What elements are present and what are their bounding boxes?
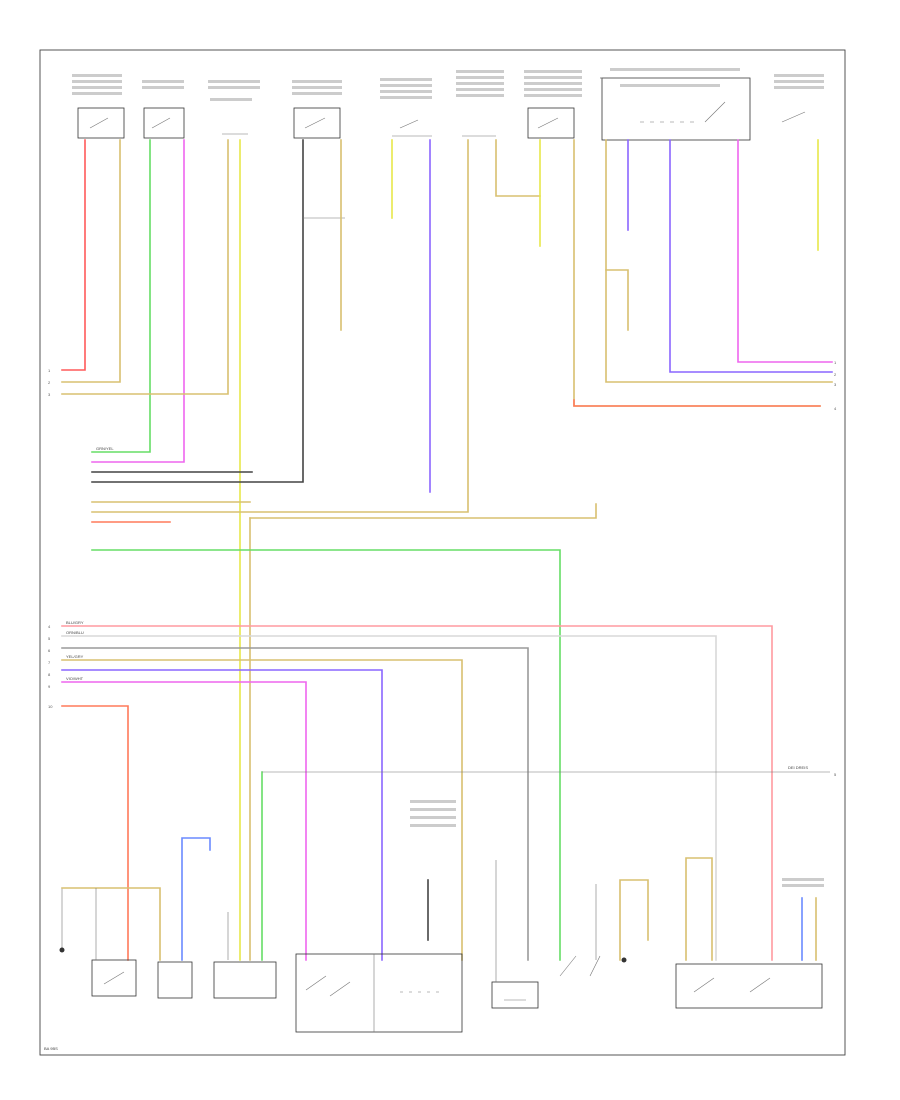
label-fragment-3: ORN/BLU — [66, 630, 84, 635]
svg-text:8: 8 — [48, 672, 51, 677]
svg-text:5: 5 — [48, 636, 51, 641]
svg-text:2: 2 — [834, 372, 837, 377]
svg-text:1: 1 — [834, 360, 837, 365]
top-components — [72, 68, 824, 141]
top-wires — [61, 139, 833, 961]
connector-pin-labels: 1 2 3 4 5 6 7 8 9 10 1 2 3 4 5 — [48, 360, 837, 777]
label-fragment-6: VIO/WHT — [66, 676, 84, 681]
svg-text:9: 9 — [48, 684, 51, 689]
diagram-frame — [39, 49, 846, 1056]
lower-bus — [61, 625, 830, 961]
label-fragment-5: GRN/YEL — [96, 446, 114, 451]
svg-text:4: 4 — [834, 406, 837, 411]
svg-text:10: 10 — [48, 704, 53, 709]
svg-text:2: 2 — [48, 380, 51, 385]
footer-fragment: BA 9BS — [44, 1046, 58, 1051]
svg-text:5: 5 — [834, 772, 837, 777]
svg-text:1: 1 — [48, 368, 51, 373]
label-fragment-1: DEI DREIS — [788, 765, 808, 770]
svg-text:7: 7 — [48, 660, 51, 665]
svg-text:3: 3 — [834, 382, 837, 387]
svg-text:4: 4 — [48, 624, 51, 629]
label-fragment-2: BLU/GRY — [66, 620, 84, 625]
bottom-components — [59, 800, 824, 1033]
svg-text:6: 6 — [48, 648, 51, 653]
label-fragment-4: YEL/GRY — [66, 654, 84, 659]
svg-text:3: 3 — [48, 392, 51, 397]
